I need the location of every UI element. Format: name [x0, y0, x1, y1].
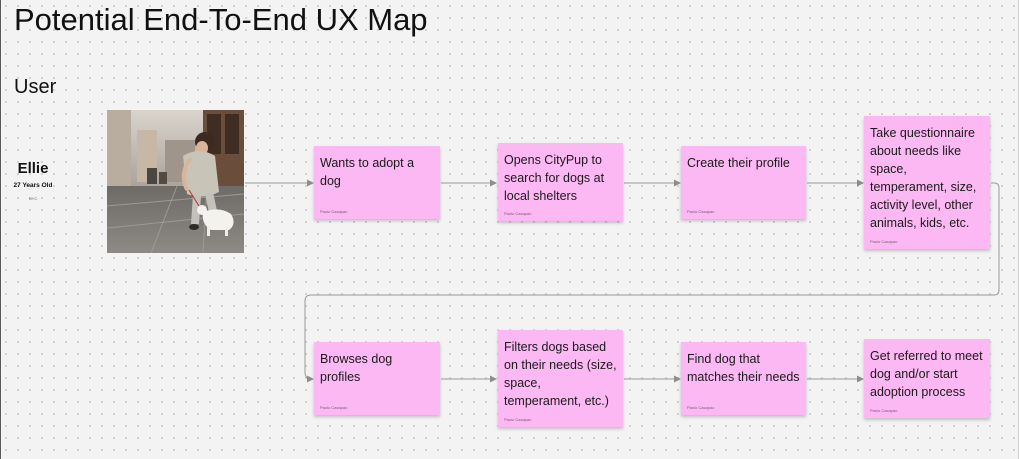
frame-left-edge [0, 0, 1, 459]
sticky-note-step-8[interactable]: Get referred to meet dog and/or start ad… [864, 339, 990, 418]
sticky-note-text: Get referred to meet dog and/or start ad… [870, 349, 983, 399]
sticky-note-author: Paolo Casapao [504, 417, 532, 422]
connector-step-4-to-step-5 [304, 182, 1000, 383]
sticky-note-step-5[interactable]: Browses dog profiles Paolo Casapao [314, 342, 440, 415]
sticky-note-step-3[interactable]: Create their profile Paolo Casapao [681, 146, 806, 219]
persona-age: 27 Years Old [13, 182, 53, 189]
sticky-note-author: Paolo Casapao [687, 209, 715, 214]
sticky-note-text: Browses dog profiles [320, 352, 393, 384]
sticky-note-step-7[interactable]: Find dog that matches their needs Paolo … [681, 342, 806, 415]
sticky-note-author: Paolo Casapao [687, 405, 715, 410]
sticky-note-author: Paolo Casapao [870, 239, 898, 244]
persona-location: NYC [28, 196, 38, 201]
section-label: User [14, 76, 57, 98]
persona-name: Ellie [17, 160, 49, 177]
sticky-note-author: Paolo Casapao [320, 405, 348, 410]
sticky-note-step-2[interactable]: Opens CityPup to search for dogs at loca… [498, 143, 623, 221]
sticky-note-text: Find dog that matches their needs [687, 352, 800, 384]
persona-photo[interactable] [107, 110, 244, 253]
sticky-note-author: Paolo Casapao [504, 211, 532, 216]
sticky-note-text: Take questionnaire about needs like spac… [870, 126, 977, 230]
sticky-note-text: Filters dogs based on their needs (size,… [504, 340, 617, 408]
sticky-note-text: Opens CityPup to search for dogs at loca… [504, 153, 605, 203]
sticky-note-step-1[interactable]: Wants to adopt a dog Paolo Casapao [314, 146, 440, 219]
sticky-note-author: Paolo Casapao [870, 408, 898, 413]
sticky-note-text: Create their profile [687, 156, 790, 170]
sticky-note-step-6[interactable]: Filters dogs based on their needs (size,… [498, 330, 623, 427]
page-title: Potential End-To-End UX Map [14, 2, 428, 37]
sticky-note-text: Wants to adopt a dog [320, 156, 415, 188]
sticky-note-author: Paolo Casapao [320, 209, 348, 214]
sticky-note-step-4[interactable]: Take questionnaire about needs like spac… [864, 116, 990, 249]
